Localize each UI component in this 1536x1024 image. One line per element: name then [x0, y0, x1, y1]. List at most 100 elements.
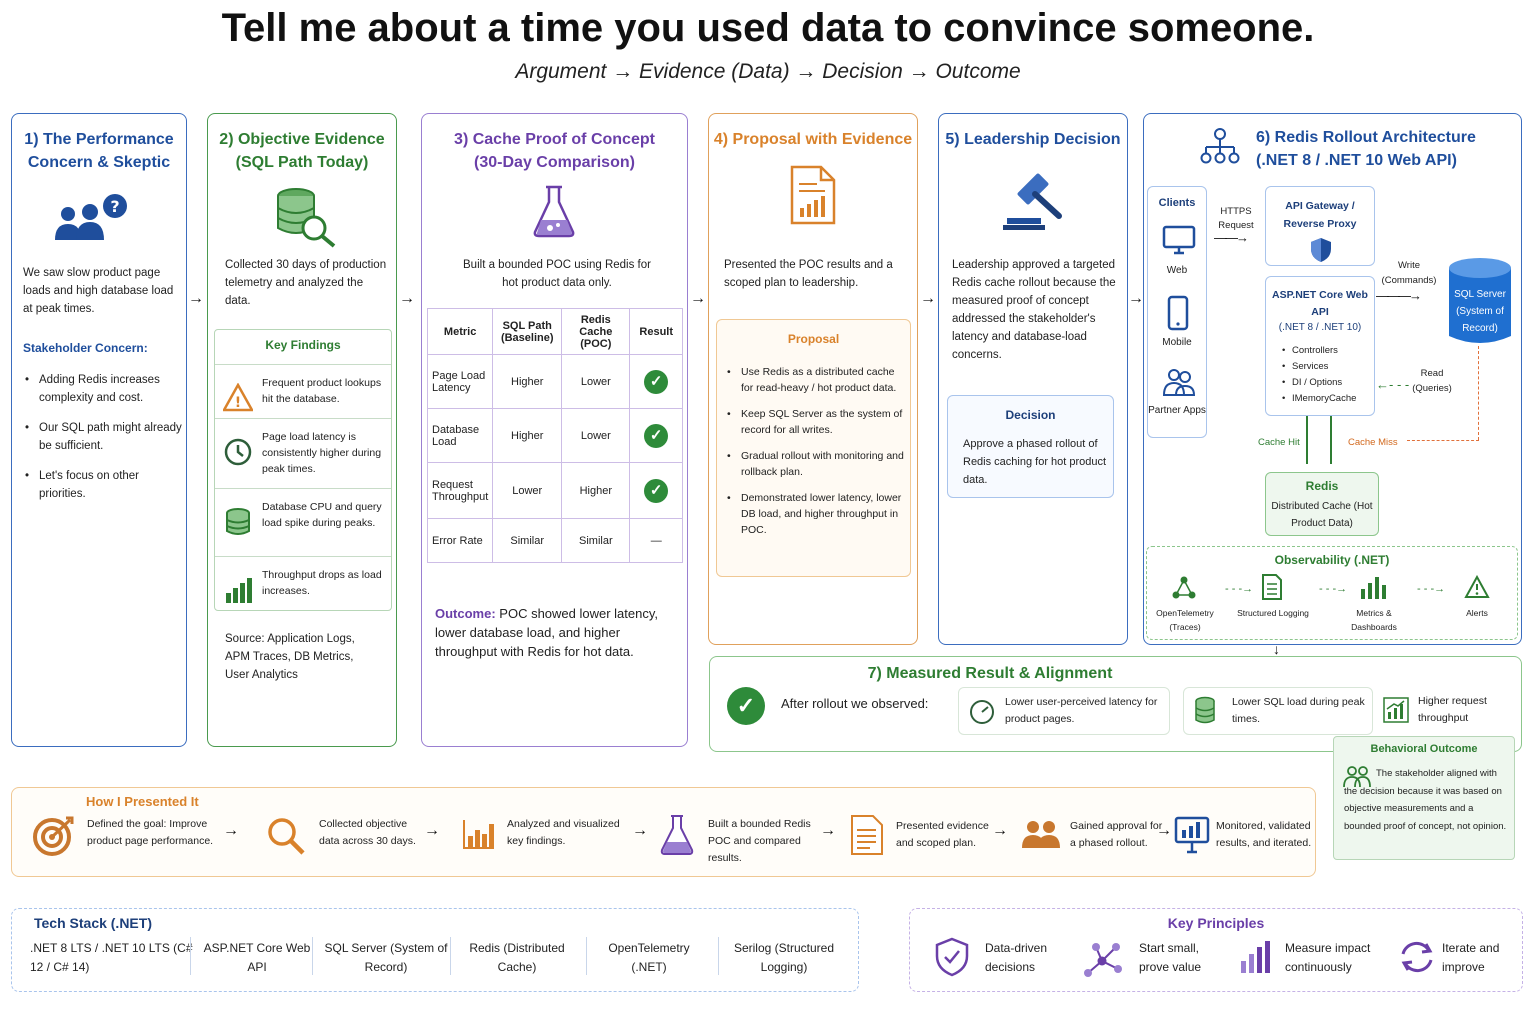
alert-icon: [1464, 575, 1490, 598]
redis-box: Redis Distributed Cache (Hot Product Dat…: [1265, 472, 1379, 536]
growth-chart-icon: [1383, 697, 1409, 723]
poc-outcome: Outcome: POC showed lower latency, lower…: [435, 606, 659, 659]
tech-item: Serilog (Structured Logging): [733, 941, 835, 974]
decision-box: Decision Approve a phased rollout of Red…: [947, 395, 1114, 498]
divider: [586, 937, 587, 975]
cache-miss-label: Cache Miss: [1348, 437, 1398, 448]
panel-4-title: 4) Proposal with Evidence: [713, 131, 913, 148]
presentation-step: Gained approval for a phased rollout.: [1070, 820, 1163, 849]
flow-arrow: - - -→: [1417, 583, 1446, 595]
panel-4-body: Presented the POC results and a scoped p…: [724, 259, 893, 289]
flow-arrow: - - -→: [1225, 583, 1254, 595]
mobile-icon: [1167, 295, 1189, 331]
tech-stack-heading: Tech Stack (.NET): [34, 915, 152, 931]
behavioral-outcome-heading: Behavioral Outcome: [1370, 743, 1478, 755]
panel-leadership-decision: 5) Leadership Decision Leadership approv…: [938, 113, 1128, 645]
finding-item: Database CPU and query load spike during…: [215, 488, 391, 556]
document-icon: [851, 815, 883, 855]
https-request-label: HTTPS Request: [1218, 206, 1254, 231]
concern-list: Adding Redis increases complexity and co…: [23, 371, 183, 515]
observability-box: Observability (.NET) OpenTelemetry (Trac…: [1146, 546, 1518, 640]
decision-text: Approve a phased rollout of Redis cachin…: [963, 438, 1107, 486]
tech-item: ASP.NET Core Web API: [203, 941, 311, 974]
log-icon: [1262, 574, 1282, 600]
flow-arrow: →: [1128, 290, 1144, 307]
clients-heading: Clients: [1158, 197, 1196, 209]
bar-chart-icon: [463, 820, 494, 849]
api-components: Controllers Services DI / Options IMemor…: [1280, 343, 1356, 407]
flow-arrow: →: [188, 290, 204, 307]
shield-icon: [1311, 238, 1331, 262]
api-component: DI / Options: [1280, 375, 1356, 391]
table-header: Result: [629, 308, 683, 355]
tech-stack-section: Tech Stack (.NET) .NET 8 LTS / .NET 10 L…: [11, 908, 859, 992]
flow-arrow: →: [399, 290, 415, 307]
redis-subtitle: Distributed Cache (Hot Product Data): [1271, 501, 1373, 529]
presentation-step: Monitored, validated results, and iterat…: [1216, 820, 1312, 849]
behavioral-outcome-text: The stakeholder aligned with the decisio…: [1344, 768, 1507, 832]
presentation-step: Presented evidence and scoped plan.: [896, 820, 989, 849]
principle-item: Iterate and improve: [1442, 941, 1500, 974]
tech-item: .NET 8 LTS / .NET 10 LTS (C# 12 / C# 14): [30, 941, 193, 974]
page-subtitle: Argument → Evidence (Data) → Decision → …: [515, 60, 1021, 83]
speed-icon: [970, 700, 994, 724]
page-title: Tell me about a time you used data to co…: [221, 6, 1315, 50]
concern-item: Our SQL path might already be sufficient…: [23, 419, 183, 455]
sql-server-cylinder: [1449, 258, 1511, 343]
flow-arrow: →: [632, 822, 648, 839]
presentation-step: Collected objective data across 30 days.: [319, 818, 416, 847]
how-presented-heading: How I Presented It: [86, 794, 199, 809]
proposal-item: Demonstrated lower latency, lower DB loa…: [725, 490, 907, 538]
flow-arrow: →: [424, 822, 440, 839]
sql-server-label: SQL Server (System of Record): [1454, 289, 1506, 334]
check-icon: ✓: [644, 423, 669, 448]
database-search-icon: [277, 188, 336, 248]
panel-objective-evidence: 2) Objective Evidence(SQL Path Today) Co…: [207, 113, 397, 747]
result-card: Lower user-perceived latency for product…: [958, 687, 1170, 735]
panel-cache-poc: 3) Cache Proof of Concept(30-Day Compari…: [421, 113, 688, 747]
observability-heading: Observability (.NET): [1274, 553, 1390, 567]
principle-item: Start small, prove value: [1139, 941, 1202, 974]
shield-check-icon: [935, 937, 969, 977]
web-api-box: ASP.NET Core Web API (.NET 8 / .NET 10) …: [1265, 276, 1375, 416]
redis-title: Redis: [1305, 479, 1339, 493]
document-chart-icon: [790, 165, 836, 225]
network-icon: [1084, 943, 1122, 977]
telemetry-icon: [1172, 576, 1196, 599]
api-component: IMemoryCache: [1280, 391, 1356, 407]
client-label: Mobile: [1162, 337, 1192, 348]
gateway-label: API Gateway / Reverse Proxy: [1283, 200, 1357, 230]
panel-5-body: Leadership approved a targeted Redis cac…: [952, 259, 1116, 361]
principle-item: Data-driven decisions: [985, 941, 1048, 974]
concern-item: Adding Redis increases complexity and co…: [23, 371, 183, 407]
flow-arrow: →: [992, 822, 1008, 839]
poc-comparison-table: Metric SQL Path (Baseline) Redis Cache (…: [426, 308, 683, 563]
partners-icon: [1162, 369, 1196, 396]
key-principles-section: Key Principles Data-driven decisions Sta…: [909, 908, 1523, 992]
cache-miss-line: [1407, 440, 1479, 441]
people-icon: [1343, 766, 1371, 788]
principle-item: Measure impact continuously: [1285, 941, 1371, 974]
proposal-item: Gradual rollout with monitoring and roll…: [725, 448, 907, 480]
down-arrow: ↓: [1273, 641, 1280, 657]
divider: [718, 937, 719, 975]
client-label: Partner Apps: [1148, 405, 1206, 416]
clients-box: Clients Web Mobile Partner Apps: [1147, 186, 1207, 438]
hierarchy-icon: [1200, 128, 1240, 164]
panel-proposal: 4) Proposal with Evidence Presented the …: [708, 113, 918, 645]
flask-icon: [660, 815, 694, 855]
check-icon: ✓: [644, 478, 669, 503]
monitor-chart-icon: [1174, 816, 1210, 854]
database-icon: [1195, 696, 1215, 724]
users-question-icon: ?: [55, 194, 127, 240]
target-icon: [33, 816, 74, 856]
panel-3-title: 3) Cache Proof of Concept(30-Day Compari…: [454, 131, 655, 171]
database-icon: [226, 508, 250, 535]
cycle-icon: [1401, 941, 1433, 973]
cache-hit-connector: [1306, 416, 1308, 464]
